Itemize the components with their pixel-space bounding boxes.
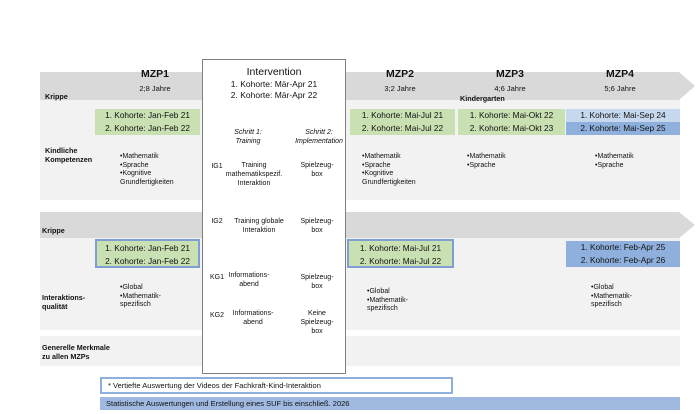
mzp2-age: 3;2 Jahre bbox=[384, 84, 416, 93]
interaktion-mzp1-kohorte2: 2. Kohorte: Jan-Feb 22 bbox=[105, 255, 190, 266]
generelle-merkmale-label: Generelle Merkmale zu allen MZPs bbox=[42, 343, 110, 361]
intervention-kohorte2: 2. Kohorte: Mär-Apr 22 bbox=[230, 90, 318, 100]
intervention-title: Intervention bbox=[246, 66, 302, 78]
krippe-label-1: Krippe bbox=[45, 92, 68, 101]
kg2-code: KG2 bbox=[209, 312, 224, 319]
list-item: Sprache bbox=[595, 162, 675, 171]
interaktion-mzp2-box: 1. Kohorte: Mai-Jul 21 2. Kohorte: Mai-J… bbox=[347, 239, 454, 268]
footnote-text: * Vertiefte Auswertung der Videos der Fa… bbox=[108, 381, 321, 390]
ig1-step1: Training mathematikspezif. Interaktion bbox=[225, 162, 283, 187]
kg2-step1: Informations-abend bbox=[232, 310, 274, 326]
list-item: Mathematik-spezifisch bbox=[591, 293, 661, 310]
list-item: Mathematik-spezifisch bbox=[120, 293, 190, 310]
schritt2-heading: Schritt 2: Implementation bbox=[295, 129, 343, 145]
kinder-mzp3-kohorte2: 2. Kohorte: Mai-Okt 23 bbox=[458, 122, 565, 135]
list-item: Global bbox=[367, 288, 437, 297]
list-item: Sprache bbox=[120, 162, 200, 171]
list-item: Global bbox=[591, 284, 661, 293]
list-item: Sprache bbox=[467, 162, 547, 171]
interaktion-mzp2-list: Global Mathematik-spezifisch bbox=[367, 288, 437, 314]
schritt1-heading: Schritt 1: Training bbox=[234, 129, 262, 145]
interaktionsqualitaet-label: Interaktions-qualität bbox=[42, 293, 86, 311]
mzp3-age: 4;6 Jahre bbox=[494, 84, 526, 93]
kg1-code: KG1 bbox=[209, 274, 224, 281]
kinder-mzp2-kohorte2: 2. Kohorte: Mai-Jul 22 bbox=[350, 122, 455, 135]
kinder-mzp2-kohorte1: 1. Kohorte: Mai-Jul 21 bbox=[350, 109, 455, 122]
mzp1-title: MZP1 bbox=[140, 68, 169, 80]
kindergarten-label: Kindergarten bbox=[460, 94, 505, 103]
statistics-text: Statistische Auswertungen und Erstellung… bbox=[106, 399, 350, 408]
kinder-mzp4-kohorte1: 1. Kohorte: Mai-Sep 24 bbox=[566, 109, 680, 122]
kinder-mzp2-list: Mathematik Sprache Kognitive Grundfertig… bbox=[362, 153, 442, 187]
list-item: Mathematik bbox=[362, 153, 442, 162]
mzp4-title: MZP4 bbox=[605, 68, 634, 80]
kinder-mzp1-list: Mathematik Sprache Kognitive Grundfertig… bbox=[120, 153, 200, 187]
ig2-step2: Spielzeug-box bbox=[300, 218, 334, 234]
kinder-mzp4-kohorte2: 2. Kohorte: Mai-Sep 25 bbox=[566, 122, 680, 135]
list-item: Kognitive Grundfertigkeiten bbox=[362, 170, 442, 187]
interaktion-mzp1-kohorte1: 1. Kohorte: Jan-Feb 21 bbox=[105, 243, 190, 253]
mzp1-age: 2;8 Jahre bbox=[139, 84, 171, 93]
timeline-arrow-kindliche bbox=[40, 72, 695, 100]
kinder-mzp3-kohorte1: 1. Kohorte: Mai-Okt 22 bbox=[458, 109, 565, 122]
timeline-arrow-interaktion bbox=[40, 212, 695, 238]
list-item: Mathematik bbox=[120, 153, 200, 162]
interaktion-mzp1-box: 1. Kohorte: Jan-Feb 21 2. Kohorte: Jan-F… bbox=[95, 239, 200, 268]
kindliche-kompetenzen-label: Kindliche Kompetenzen bbox=[45, 146, 93, 164]
list-item: Mathematik bbox=[595, 153, 675, 162]
list-item: Mathematik bbox=[467, 153, 547, 162]
ig2-step1: Training globale Interaktion bbox=[234, 218, 284, 234]
footnote-box: * Vertiefte Auswertung der Videos der Fa… bbox=[100, 377, 453, 394]
generelle-panel bbox=[40, 336, 680, 366]
list-item: Global bbox=[120, 284, 190, 293]
interaktion-mzp2-kohorte1: 1. Kohorte: Mai-Jul 21 bbox=[359, 243, 442, 253]
mzp4-age: 5;6 Jahre bbox=[604, 84, 636, 93]
kg1-step2: Spielzeug-box bbox=[300, 274, 334, 290]
interaktion-mzp4-list: Global Mathematik-spezifisch bbox=[591, 284, 661, 310]
kinder-mzp4-list: Mathematik Sprache bbox=[595, 153, 675, 170]
interaktion-mzp1-list: Global Mathematik-spezifisch bbox=[120, 284, 190, 310]
ig1-step2: Spielzeug-box bbox=[300, 162, 334, 178]
kinder-mzp3-list: Mathematik Sprache bbox=[467, 153, 547, 170]
ig2-code: IG2 bbox=[211, 218, 223, 225]
statistics-bar: Statistische Auswertungen und Erstellung… bbox=[100, 397, 680, 410]
intervention-box: Intervention 1. Kohorte: Mär-Apr 21 2. K… bbox=[202, 59, 346, 374]
ig1-code: IG1 bbox=[211, 163, 223, 170]
kinder-mzp1-kohorte1: 1. Kohorte: Jan-Feb 21 bbox=[95, 109, 200, 122]
kg2-step2: Keine Spielzeug-box bbox=[300, 310, 334, 335]
intervention-kohorte1: 1. Kohorte: Mär-Apr 21 bbox=[230, 79, 318, 89]
interaktion-mzp2-kohorte2: 2. Kohorte: Mai-Jul 22 bbox=[359, 255, 442, 266]
mzp3-title: MZP3 bbox=[495, 68, 524, 80]
list-item: Kognitive Grundfertigkeiten bbox=[120, 170, 200, 187]
interaktion-mzp4-kohorte2: 2. Kohorte: Feb-Apr 26 bbox=[566, 254, 680, 267]
mzp2-title: MZP2 bbox=[385, 68, 414, 80]
kg1-step1: Informations-abend bbox=[228, 272, 270, 288]
list-item: Sprache bbox=[362, 162, 442, 171]
interaktion-mzp4-kohorte1: 1. Kohorte: Feb-Apr 25 bbox=[566, 241, 680, 254]
kinder-mzp1-kohorte2: 2. Kohorte: Jan-Feb 22 bbox=[95, 122, 200, 135]
list-item: Mathematik-spezifisch bbox=[367, 297, 437, 314]
krippe-label-2: Krippe bbox=[42, 226, 65, 235]
